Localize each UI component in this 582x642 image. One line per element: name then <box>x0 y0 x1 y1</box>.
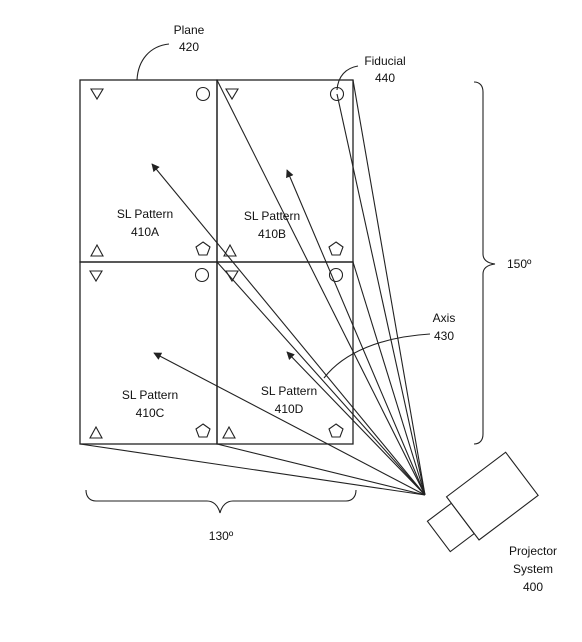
pattern-labels: SL Pattern 410A SL Pattern 410B SL Patte… <box>117 207 317 420</box>
tile-410d <box>216 261 354 445</box>
ray-to-corner <box>216 261 426 496</box>
plane-ref: 420 <box>179 40 199 54</box>
horizontal-angle-brace: 130º <box>85 489 357 543</box>
fiducial-label: Fiducial <box>364 54 405 68</box>
plane-grid <box>79 79 354 445</box>
arrow-410b <box>286 169 426 496</box>
triangle-down-icon <box>225 88 239 101</box>
pattern-410a-ref: 410A <box>131 225 159 239</box>
brace-bottom <box>85 489 357 514</box>
triangle-up-icon <box>89 425 103 439</box>
projector-label: Projector System 400 <box>509 544 557 594</box>
pattern-410c-ref: 410C <box>136 406 165 420</box>
ray-to-corner <box>216 443 426 496</box>
pentagon-icon <box>195 423 211 438</box>
ray-to-corner <box>336 93 426 496</box>
ray-to-corner <box>216 79 426 496</box>
pattern-410c-name: SL Pattern <box>122 388 178 402</box>
pentagon-icon <box>328 423 344 438</box>
axis-callout: Axis 430 <box>323 311 456 379</box>
arrow-410c <box>153 352 426 496</box>
plane-leader <box>136 43 170 81</box>
triangle-up-icon <box>223 243 237 257</box>
circle-icon <box>195 86 211 102</box>
projector-body <box>445 451 539 541</box>
triangle-up-icon <box>90 243 104 257</box>
arrow-410d <box>286 351 426 496</box>
pattern-410a-name: SL Pattern <box>117 207 173 221</box>
arrow-410a <box>151 163 426 496</box>
pattern-410b-name: SL Pattern <box>244 209 300 223</box>
pattern-arrows <box>151 163 426 496</box>
projector-ref: 400 <box>523 580 543 594</box>
axis-ref: 430 <box>434 329 454 343</box>
pattern-410b-ref: 410B <box>258 227 286 241</box>
pentagon-icon <box>195 241 211 256</box>
horizontal-angle-label: 130º <box>209 529 234 543</box>
projector-label-line1: Projector <box>509 544 557 558</box>
vertical-angle-label: 150º <box>507 257 532 271</box>
axis-label: Axis <box>433 311 456 325</box>
circle-icon <box>194 267 210 283</box>
fiducial-callout: Fiducial 440 <box>336 54 406 91</box>
brace-right <box>473 81 496 445</box>
projector-system <box>426 451 539 553</box>
projector-label-line2: System <box>513 562 553 576</box>
fiducial-ref: 440 <box>375 71 395 85</box>
pattern-410d-name: SL Pattern <box>261 384 317 398</box>
ray-to-corner <box>352 261 426 496</box>
triangle-down-icon <box>90 88 104 101</box>
pentagon-icon <box>328 241 344 256</box>
vertical-angle-brace: 150º <box>473 81 532 445</box>
plane-callout: Plane 420 <box>136 23 205 81</box>
plane-label: Plane <box>174 23 205 37</box>
ray-to-corner <box>352 79 426 496</box>
fiducial-markers <box>89 86 345 439</box>
triangle-up-icon <box>222 425 236 439</box>
axis-leader <box>323 333 431 379</box>
fiducial-leader <box>336 65 359 91</box>
ray-to-corner <box>79 443 426 496</box>
pattern-410d-ref: 410D <box>275 402 304 416</box>
projection-rays <box>79 79 426 496</box>
triangle-down-icon <box>89 270 103 283</box>
